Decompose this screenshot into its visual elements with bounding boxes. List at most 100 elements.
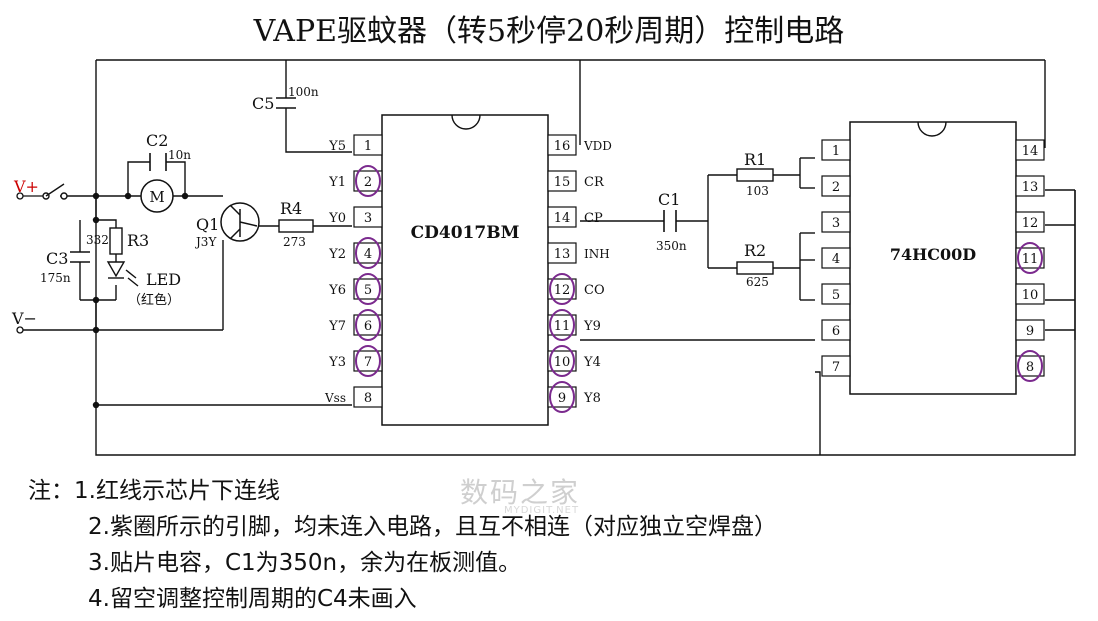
- cd4017-pin-label-3: Y0: [328, 211, 346, 226]
- cd4017-pin-label-12: CO: [584, 283, 605, 298]
- cd4017-unused-pin-circle-5: [355, 273, 381, 305]
- diagram-title: VAPE驱蚊器（转5秒停20秒周期）控制电路: [253, 14, 845, 49]
- c5-label: C5: [252, 94, 274, 113]
- cd4017-pin-number-7: 7: [364, 355, 372, 370]
- hc00-pin-box-13: [1015, 175, 1045, 197]
- cd4017-pin-box-7: [353, 350, 383, 372]
- hc00-name: 74HC00D: [890, 245, 976, 264]
- cd4017-pin-box-3: [353, 206, 383, 228]
- cd4017-pin-number-8: 8: [364, 391, 372, 406]
- hc00-pin-number-1: 1: [832, 144, 840, 159]
- hc00-pin-box-12: [1015, 211, 1045, 233]
- led-label: LED: [146, 270, 181, 289]
- r1-label: R1: [744, 150, 766, 169]
- watermark: 数码之家 MYDIGIT.NET: [460, 471, 580, 516]
- q1-label: Q1: [196, 215, 219, 234]
- q1-value: J3Y: [194, 235, 217, 249]
- hc00-pin-number-8: 8: [1026, 360, 1034, 375]
- cd4017-pin-box-14: [547, 206, 577, 228]
- cd4017-pin-box-6: [353, 314, 383, 336]
- cd4017-pin-label-10: Y4: [583, 355, 601, 370]
- hc00-pin-number-9: 9: [1026, 324, 1034, 339]
- junctions: [92, 192, 189, 409]
- c2-capacitor: [149, 153, 167, 171]
- cd4017-pin-box-11: [547, 314, 577, 336]
- cd4017-pin-box-9: [547, 386, 577, 408]
- hc00-pin-number-14: 14: [1022, 144, 1039, 159]
- hc00-pin-number-4: 4: [832, 252, 840, 267]
- cd4017-unused-pin-circle-6: [355, 309, 381, 341]
- c2-label: C2: [146, 131, 168, 150]
- r3-value: 332: [86, 233, 109, 247]
- cd4017-unused-pin-circle-9: [549, 381, 575, 413]
- cd4017-pin-number-15: 15: [554, 175, 571, 190]
- cd4017-pin-label-16: VDD: [583, 139, 612, 153]
- vminus-terminal: [16, 326, 24, 334]
- cd4017-pin-number-13: 13: [554, 247, 571, 262]
- r2-label: R2: [744, 241, 766, 260]
- cd4017-pin-box-4: [353, 242, 383, 264]
- cd4017-pin-box-10: [547, 350, 577, 372]
- r1-value: 103: [746, 184, 769, 198]
- hc00-pin-number-13: 13: [1022, 180, 1039, 195]
- cd4017-pin-label-1: Y5: [328, 139, 346, 154]
- cd4017-pin-number-11: 11: [554, 319, 571, 334]
- cd4017-pin-box-15: [547, 170, 577, 192]
- hc00-pin-number-12: 12: [1022, 216, 1039, 231]
- hc00-pin-box-6: [821, 319, 851, 341]
- cd4017-pin-label-2: Y1: [328, 175, 346, 190]
- r3-label: R3: [127, 231, 149, 250]
- motor: [140, 179, 174, 213]
- hc00-unused-pin-circle-11: [1017, 242, 1043, 274]
- cd4017-pin-box-16: [547, 134, 577, 156]
- c3-value: 175n: [40, 271, 71, 285]
- cd4017-pin-label-6: Y7: [328, 319, 346, 334]
- note-4: 4.留空调整控制周期的C4未画入: [88, 586, 417, 612]
- cd4017-pin-number-3: 3: [364, 211, 372, 226]
- c3-label: C3: [46, 249, 68, 268]
- vminus-label: V−: [11, 309, 37, 328]
- watermark-sub: MYDIGIT.NET: [504, 505, 580, 516]
- cd4017-name: CD4017BM: [411, 223, 520, 243]
- cd4017-pin-label-9: Y8: [583, 391, 601, 406]
- c2-value: 10n: [168, 148, 191, 162]
- cd4017-pin-number-9: 9: [558, 391, 566, 406]
- cd4017-pin-number-12: 12: [554, 283, 571, 298]
- watermark-main: 数码之家: [460, 476, 581, 509]
- cd4017-unused-pin-circle-11: [549, 309, 575, 341]
- hc00-pin-box-14: [1015, 139, 1045, 161]
- cd4017-pin-label-4: Y2: [328, 247, 346, 262]
- cd4017-pin-box-1: [353, 134, 383, 156]
- hc00-pin-box-8: [1015, 355, 1045, 377]
- cd4017-pin-number-14: 14: [554, 211, 571, 226]
- hc00-pin-box-1: [821, 139, 851, 161]
- motor-symbol: M: [149, 188, 164, 206]
- hc00-pin-box-9: [1015, 319, 1045, 341]
- led-note: （红色）: [128, 292, 180, 308]
- cd4017-pin-number-6: 6: [364, 319, 372, 334]
- hc00-pin-number-7: 7: [832, 360, 840, 375]
- hc00-pin-box-7: [821, 355, 851, 377]
- c1-label: C1: [658, 190, 680, 209]
- hc00-pin-number-10: 10: [1022, 288, 1039, 303]
- hc00-pin-box-2: [821, 175, 851, 197]
- cd4017-pin-label-14: CP: [584, 211, 603, 226]
- note-3: 3.贴片电容，C1为350n，余为在板测值。: [88, 550, 522, 576]
- r1-resistor: [736, 168, 774, 182]
- hc00-pin-number-11: 11: [1022, 252, 1039, 267]
- hc00-right-pins: 14 13 12 11 10 9 8: [1015, 139, 1045, 382]
- hc00-pin-number-3: 3: [832, 216, 840, 231]
- power-switch: [42, 183, 68, 200]
- cd4017-pin-label-15: CR: [584, 175, 605, 190]
- cd4017-unused-pin-circle-12: [549, 273, 575, 305]
- cd4017-pin-box-12: [547, 278, 577, 300]
- cd4017-pin-label-7: Y3: [328, 355, 346, 370]
- vplus-label: V+: [13, 177, 39, 196]
- hc00-pin-box-10: [1015, 283, 1045, 305]
- q1-transistor: [220, 202, 260, 242]
- cd4017-pin-label-11: Y9: [583, 319, 601, 334]
- hc00-pin-number-2: 2: [832, 180, 840, 195]
- hc00-pin-box-5: [821, 283, 851, 305]
